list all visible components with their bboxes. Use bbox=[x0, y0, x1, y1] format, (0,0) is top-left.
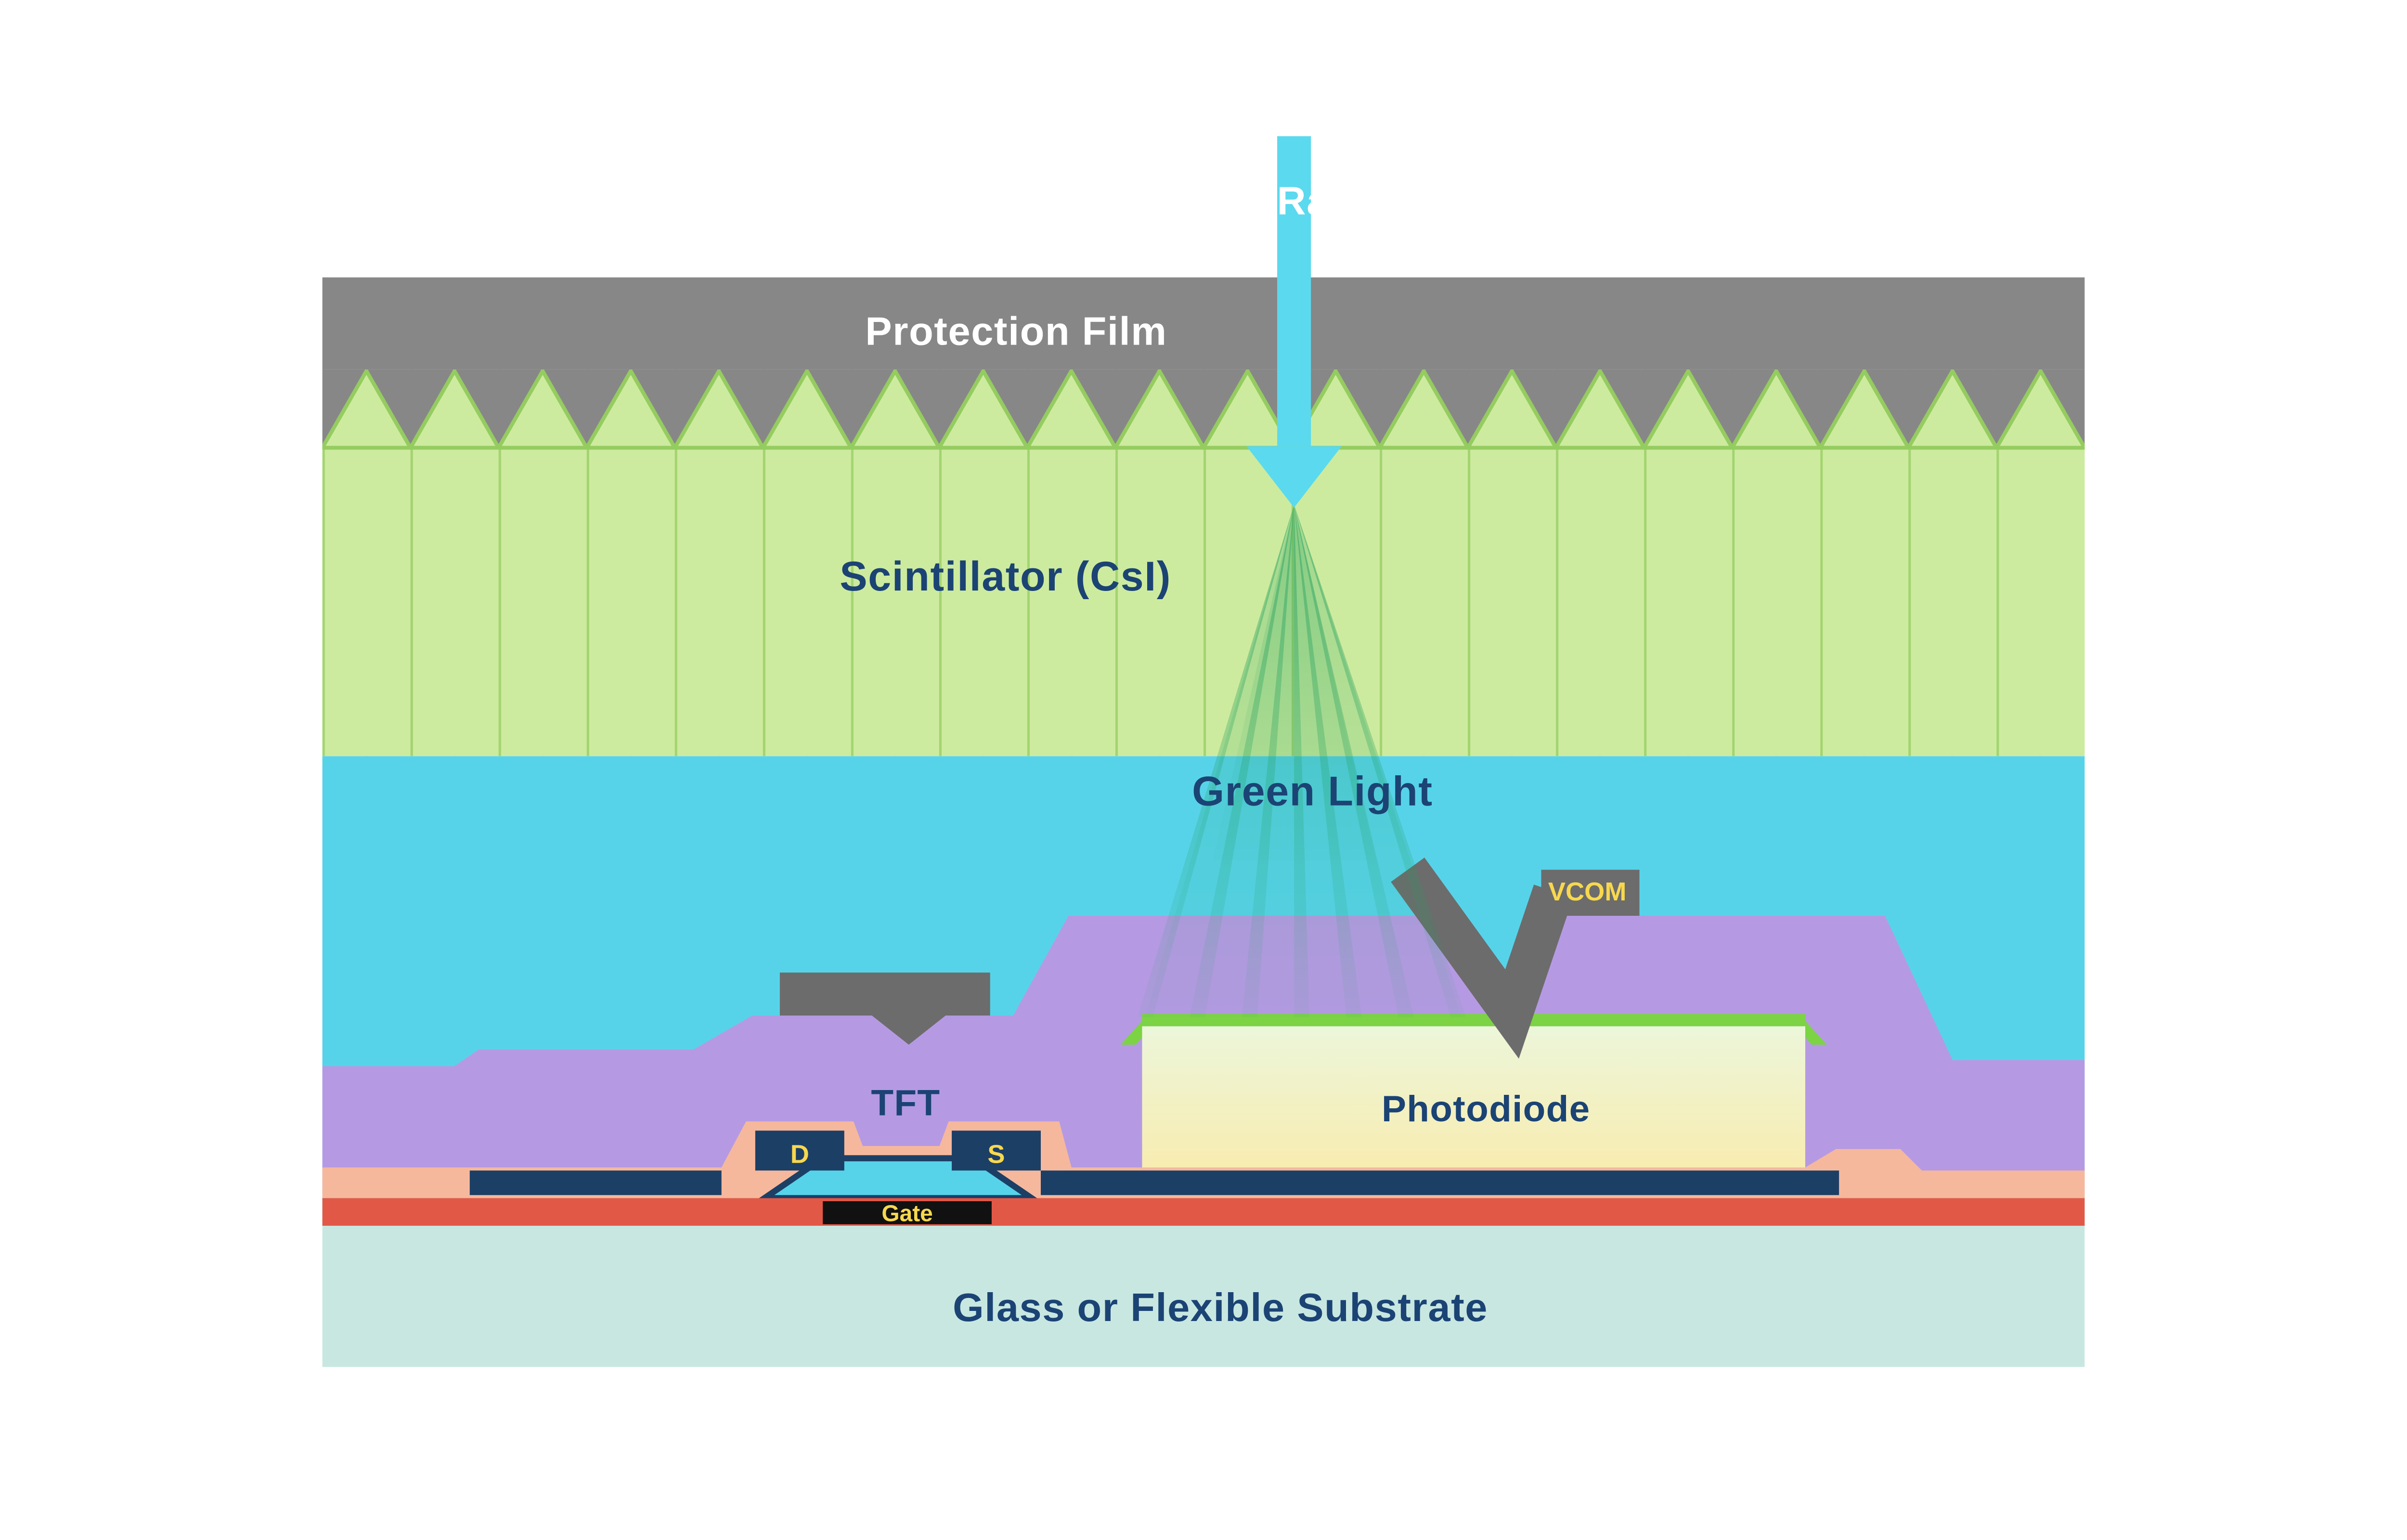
scintillator-label: Scintillator (CsI) bbox=[840, 553, 1171, 600]
xray-arrow bbox=[1246, 136, 1342, 508]
drain-label: D bbox=[790, 1140, 809, 1168]
vcom-label: VCOM bbox=[1548, 877, 1627, 906]
scintillator-layer bbox=[322, 369, 2085, 757]
gate-label: Gate bbox=[881, 1201, 932, 1227]
green-light-label: Green Light bbox=[1192, 768, 1433, 814]
protection-film-label: Protection Film bbox=[865, 309, 1167, 354]
vcom-metal bbox=[1391, 858, 1640, 1059]
gate-electrode bbox=[823, 1201, 992, 1224]
tft-label: TFT bbox=[871, 1082, 940, 1123]
substrate-layer bbox=[322, 1226, 2085, 1367]
vcom-via bbox=[1391, 858, 1573, 1059]
data-line-metal bbox=[469, 1170, 722, 1195]
xray-arrow-shaft bbox=[1277, 136, 1311, 447]
photodiode-label: Photodiode bbox=[1382, 1089, 1591, 1129]
xray-arrow-head bbox=[1246, 446, 1342, 508]
source-electrode bbox=[952, 1130, 1041, 1171]
xray-label: X-Ray bbox=[1236, 179, 1353, 223]
photodiode bbox=[1120, 1014, 1827, 1171]
vcom-pad bbox=[1541, 870, 1640, 916]
photodiode-body bbox=[1142, 1026, 1805, 1171]
light-ray bbox=[1294, 504, 1466, 1017]
base-red-layer bbox=[322, 1198, 2085, 1226]
pixel-electrode-metal bbox=[1040, 1170, 1839, 1195]
substrate-label: Glass or Flexible Substrate bbox=[953, 1285, 1488, 1330]
light-shield-metal bbox=[779, 972, 990, 1045]
source-label: S bbox=[987, 1140, 1005, 1168]
drain-electrode bbox=[755, 1130, 844, 1171]
